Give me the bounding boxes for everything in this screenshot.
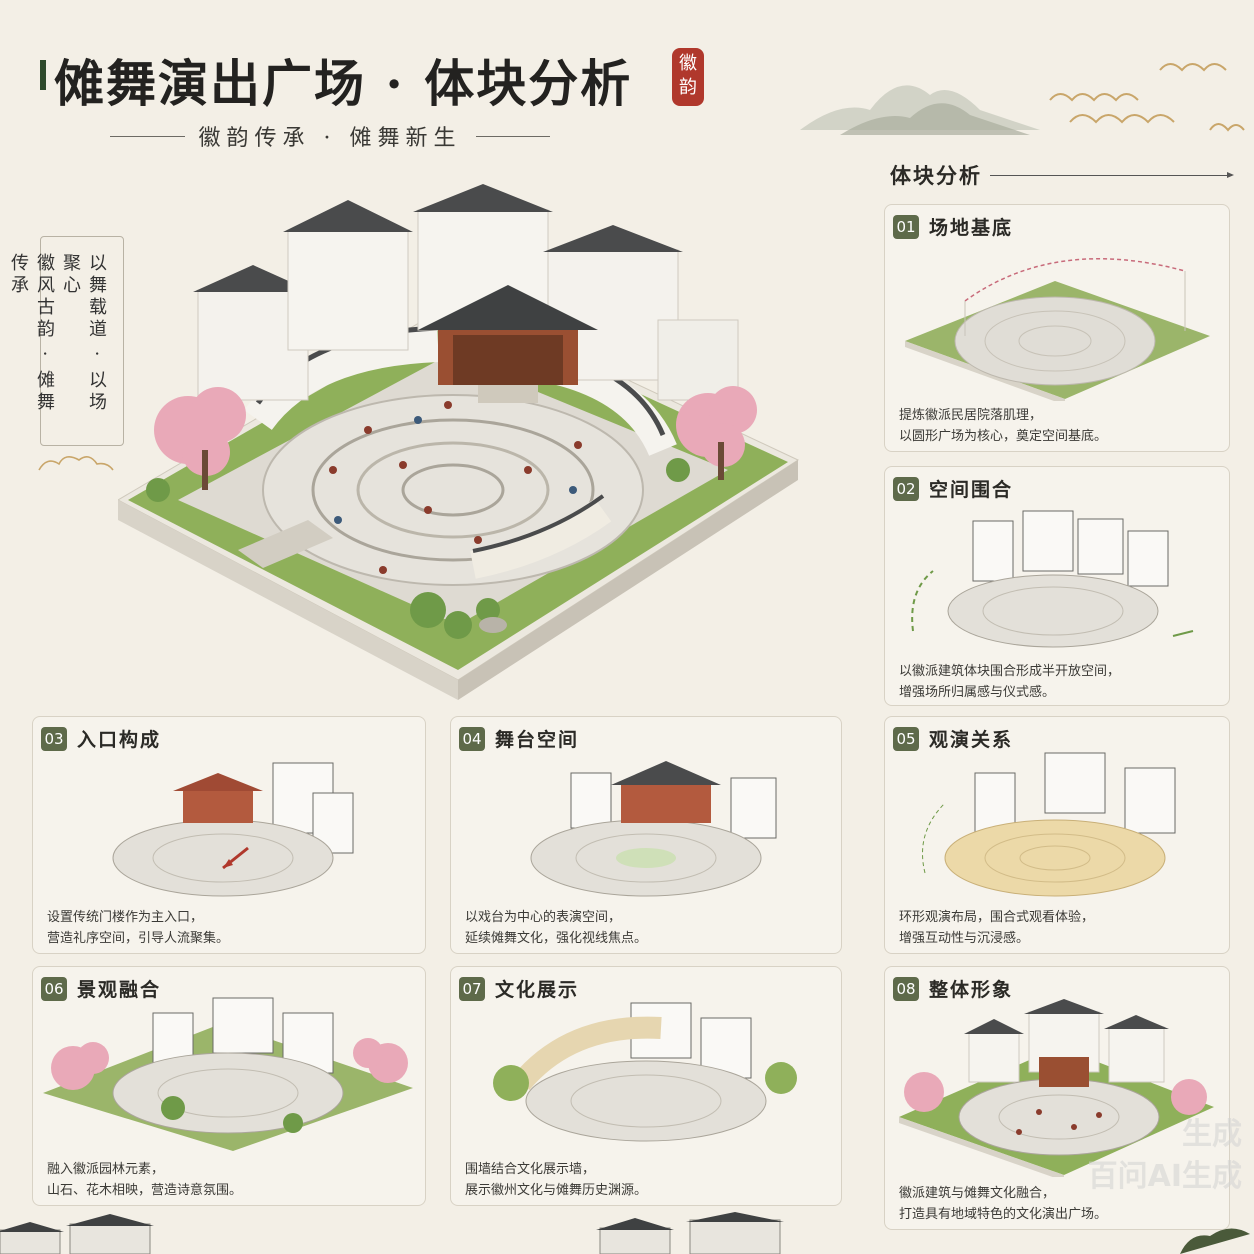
card-desc-line-2: 以圆形广场为核心，奠定空间基底。 bbox=[899, 429, 1108, 444]
site-base-illustration bbox=[905, 258, 1210, 401]
cloud-ornament bbox=[38, 456, 114, 471]
analysis-card-03: 03 入口构成 设置传统门楼作为主入口， 营造礼序空间，引导人流聚集。 bbox=[32, 716, 426, 954]
subtitle: 徽韵传承 · 傩舞新生 bbox=[110, 120, 551, 152]
card-title: 场地基底 bbox=[929, 217, 1014, 239]
ink-mountains-decoration bbox=[800, 63, 1245, 135]
overall-image-illustration bbox=[899, 999, 1214, 1177]
card-desc-line-1: 以徽派建筑体块围合形成半开放空间， bbox=[899, 664, 1121, 679]
analysis-card-01: 01 场地基底 提炼徽派民居院落肌理， 以圆形广场为核心，奠定空间基底。 bbox=[884, 204, 1230, 452]
card-title: 文化展示 bbox=[495, 979, 580, 1001]
analysis-card-04: 04 舞台空间 以戏台为中心的表演空间， 延续傩舞文化，强化视线焦点。 bbox=[450, 716, 842, 954]
card-description: 以徽派建筑体块围合形成半开放空间， 增强场所归属感与仪式感。 bbox=[899, 661, 1120, 703]
card-number-badge: 06 bbox=[41, 976, 67, 1001]
card-title: 整体形象 bbox=[929, 979, 1014, 1001]
card-header: 03 入口构成 bbox=[41, 725, 161, 752]
watermark: 生成 百问AI生成 bbox=[1062, 1114, 1242, 1198]
card-description: 以戏台为中心的表演空间， 延续傩舞文化，强化视线焦点。 bbox=[465, 907, 647, 949]
analysis-card-07: 07 文化展示 围墙结合文化展示墙， 展示徽州文化与傩舞历史渊源。 bbox=[450, 966, 842, 1206]
card-desc-line-1: 融入徽派园林元素， bbox=[47, 1162, 165, 1177]
card-desc-line-2: 增强场所归属感与仪式感。 bbox=[899, 685, 1056, 700]
card-header: 04 舞台空间 bbox=[459, 725, 579, 752]
card-header: 06 景观融合 bbox=[41, 975, 161, 1002]
analysis-card-02: 02 空间围合 以徽派建筑体块围合形成半开放空间， 增强场所归属感与仪式感。 bbox=[884, 466, 1230, 706]
red-seal-stamp: 徽韵 bbox=[672, 48, 704, 106]
slogan-column-right: 以舞载道 · 以场聚心 bbox=[60, 253, 107, 415]
card-header: 01 场地基底 bbox=[893, 213, 1013, 240]
card-description: 融入徽派园林元素， 山石、花木相映，营造诗意氛围。 bbox=[47, 1159, 242, 1201]
card-header: 05 观演关系 bbox=[893, 725, 1013, 752]
card-description: 围墙结合文化展示墙， 展示徽州文化与傩舞历史渊源。 bbox=[465, 1159, 647, 1201]
title-accent-bar bbox=[40, 60, 46, 90]
card-desc-line-2: 营造礼序空间，引导人流聚集。 bbox=[47, 931, 230, 946]
section-heading: 体块分析 bbox=[890, 160, 1234, 190]
section-heading-label: 体块分析 bbox=[890, 163, 982, 188]
card-desc-line-1: 提炼徽派民居院落肌理， bbox=[899, 408, 1043, 423]
slogan-column-left: 徽风古韵 · 傩舞传承 bbox=[8, 253, 55, 415]
card-number-badge: 02 bbox=[893, 476, 919, 501]
card-number-badge: 08 bbox=[893, 976, 919, 1001]
analysis-card-08: 08 整体形象 徽派建筑与傩舞文化融合， 打造具有地域特色的文化演出广场。 bbox=[884, 966, 1230, 1230]
card-title: 观演关系 bbox=[929, 729, 1014, 751]
analysis-card-05: 05 观演关系 环形观演布局，围合式观看体验， 增强互动性与沉浸感。 bbox=[884, 716, 1230, 954]
culture-display-illustration bbox=[493, 1002, 797, 1142]
page-title: 傩舞演出广场 · 体块分析 bbox=[54, 54, 633, 113]
enclosure-illustration bbox=[911, 510, 1194, 648]
card-desc-line-1: 围墙结合文化展示墙， bbox=[465, 1162, 596, 1177]
card-desc-line-1: 以戏台为中心的表演空间， bbox=[465, 910, 622, 925]
card-description: 提炼徽派民居院落肌理， 以圆形广场为核心，奠定空间基底。 bbox=[899, 405, 1107, 447]
subtitle-rule-right bbox=[475, 135, 551, 137]
card-desc-line-2: 延续傩舞文化，强化视线焦点。 bbox=[465, 931, 648, 946]
subtitle-rule-left bbox=[110, 135, 185, 137]
viewing-relation-illustration bbox=[922, 752, 1176, 897]
card-header: 07 文化展示 bbox=[459, 975, 579, 1002]
card-desc-line-1: 环形观演布局，围合式观看体验， bbox=[899, 910, 1095, 925]
analysis-card-06: 06 景观融合 融入徽派园林元素， 山石、花木相映，营造诗意氛围。 bbox=[32, 966, 426, 1206]
card-header: 08 整体形象 bbox=[893, 975, 1013, 1002]
stage-illustration bbox=[530, 761, 777, 897]
card-desc-line-2: 山石、花木相映，营造诗意氛围。 bbox=[47, 1183, 243, 1198]
card-title: 入口构成 bbox=[77, 729, 162, 751]
card-desc-line-2: 展示徽州文化与傩舞历史渊源。 bbox=[465, 1183, 648, 1198]
entrance-illustration bbox=[112, 762, 354, 897]
card-description: 徽派建筑与傩舞文化融合， 打造具有地域特色的文化演出广场。 bbox=[899, 1183, 1107, 1225]
card-desc-line-1: 徽派建筑与傩舞文化融合， bbox=[899, 1186, 1056, 1201]
card-number-badge: 03 bbox=[41, 726, 67, 751]
section-heading-arrow bbox=[990, 171, 1234, 178]
card-title: 景观融合 bbox=[77, 979, 162, 1001]
card-desc-line-2: 增强互动性与沉浸感。 bbox=[899, 931, 1030, 946]
card-desc-line-2: 打造具有地域特色的文化演出广场。 bbox=[899, 1207, 1108, 1222]
card-description: 环形观演布局，围合式观看体验， 增强互动性与沉浸感。 bbox=[899, 907, 1094, 949]
watermark-line-2: 百问AI生成 bbox=[1087, 1159, 1242, 1194]
footer-village-silhouette bbox=[0, 1212, 1250, 1254]
card-title: 空间围合 bbox=[929, 479, 1014, 501]
card-title: 舞台空间 bbox=[495, 729, 580, 751]
vertical-slogan-panel: 以舞载道 · 以场聚心 徽风古韵 · 傩舞传承 bbox=[8, 236, 124, 446]
watermark-line-1: 生成 bbox=[1182, 1117, 1242, 1152]
card-desc-line-1: 设置传统门楼作为主入口， bbox=[47, 910, 204, 925]
card-description: 设置传统门楼作为主入口， 营造礼序空间，引导人流聚集。 bbox=[47, 907, 229, 949]
subtitle-text: 徽韵传承 · 傩舞新生 bbox=[198, 126, 462, 151]
card-number-badge: 05 bbox=[893, 726, 919, 751]
card-number-badge: 04 bbox=[459, 726, 485, 751]
card-header: 02 空间围合 bbox=[893, 475, 1013, 502]
card-number-badge: 01 bbox=[893, 214, 919, 239]
landscape-illustration bbox=[43, 997, 413, 1151]
card-number-badge: 07 bbox=[459, 976, 485, 1001]
hero-isometric-plaza bbox=[118, 184, 800, 700]
